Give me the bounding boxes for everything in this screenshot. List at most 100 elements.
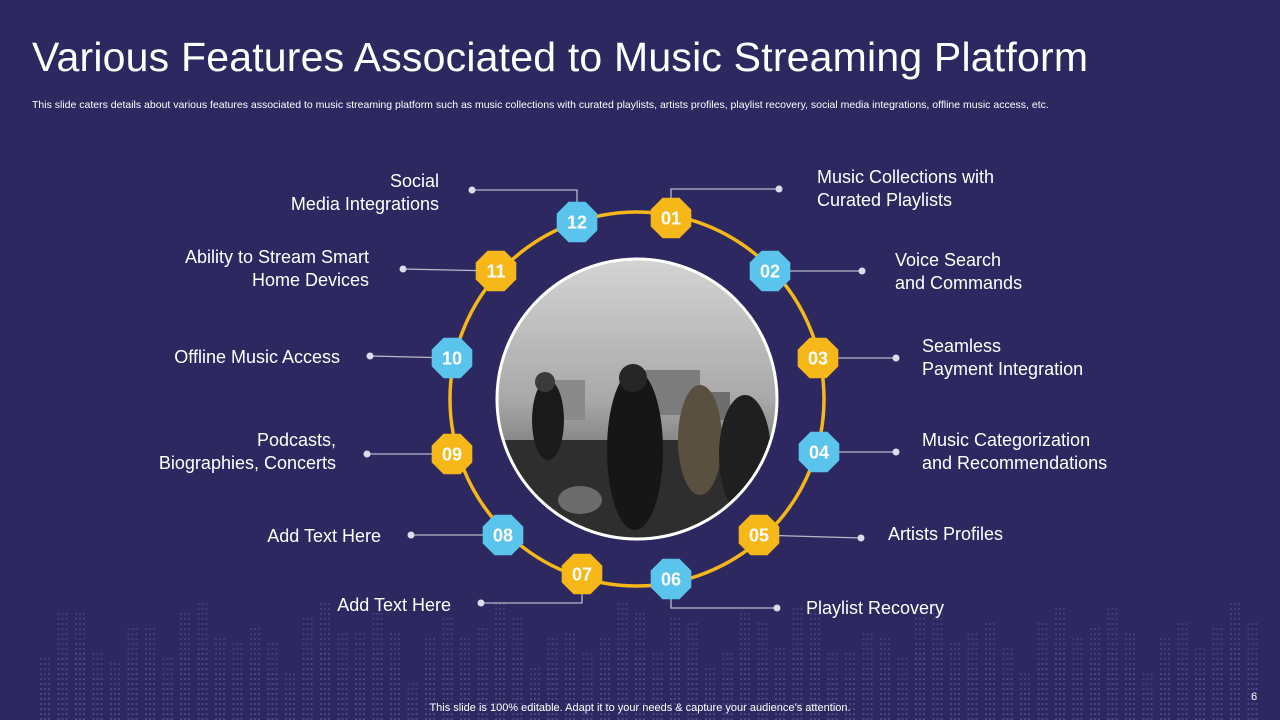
- feature-label-09: Podcasts,Biographies, Concerts: [159, 429, 336, 475]
- feature-label-11-line1: Ability to Stream Smart: [184, 247, 369, 267]
- equalizer-bar: [1037, 623, 1048, 720]
- equalizer-bar: [1195, 648, 1205, 720]
- equalizer-bar: [1020, 673, 1030, 720]
- equalizer-bar: [687, 623, 698, 720]
- badge-number-07: 07: [572, 565, 592, 585]
- equalizer-bar: [652, 653, 663, 720]
- equalizer-bar: [635, 613, 645, 720]
- badge-octagon-08: [482, 514, 524, 556]
- feature-label-01-line1: Music Collections with: [817, 167, 995, 187]
- feature-label-04-line2: and Recommendations: [922, 453, 1108, 473]
- equalizer-bar: [40, 658, 50, 720]
- feature-label-02-line1: Voice Search: [895, 250, 1002, 270]
- feature-badge-03: 03: [797, 337, 839, 379]
- badge-octagon-04: [798, 431, 840, 473]
- badge-octagon-06: [650, 558, 692, 600]
- equalizer-bar: [705, 668, 715, 720]
- equalizer-bar: [582, 653, 593, 720]
- equalizer-bar: [950, 643, 960, 720]
- badge-number-03: 03: [808, 349, 828, 369]
- equalizer-bar: [320, 603, 330, 720]
- feature-badge-05: 05: [738, 514, 780, 556]
- feature-label-06-line1: Playlist Recovery: [806, 598, 945, 618]
- equalizer-bar: [110, 663, 120, 720]
- badge-octagon-10: [431, 337, 473, 379]
- badge-number-04: 04: [809, 443, 829, 463]
- equalizer-bar: [565, 633, 575, 720]
- connector-dot-11: [399, 265, 407, 273]
- equalizer-bar: [390, 633, 400, 720]
- footer-note: This slide is 100% editable. Adapt it to…: [429, 702, 851, 714]
- equalizer-bar: [1055, 608, 1065, 720]
- badge-octagon-09: [431, 433, 473, 475]
- equalizer-bar: [1142, 673, 1153, 720]
- badge-octagon-07: [561, 553, 603, 595]
- equalizer-bar: [267, 643, 278, 720]
- equalizer-bar: [425, 638, 435, 720]
- equalizer-bar: [1072, 638, 1083, 720]
- equalizer-bar: [1177, 623, 1188, 720]
- equalizer-bar: [547, 638, 558, 720]
- feature-label-05-line1: Artists Profiles: [888, 524, 1004, 544]
- feature-label-12-line2: Media Integrations: [290, 194, 439, 214]
- equalizer-bar: [460, 638, 470, 720]
- equalizer-bar: [757, 623, 768, 720]
- feature-badge-01: 01: [650, 197, 692, 239]
- feature-label-08: Add Text Here: [267, 525, 381, 548]
- feature-label-03-line2: Payment Integration: [922, 359, 1084, 379]
- badge-number-06: 06: [661, 570, 681, 590]
- feature-label-03-line1: Seamless: [922, 336, 1002, 356]
- equalizer-bar: [1212, 628, 1223, 720]
- equalizer-bar: [197, 603, 208, 720]
- feature-label-08-line1: Add Text Here: [267, 526, 381, 546]
- equalizer-bar: [477, 628, 488, 720]
- equalizer-bar: [180, 613, 190, 720]
- equalizer-bar: [862, 633, 873, 720]
- equalizer-bar: [792, 608, 803, 720]
- equalizer-bar: [302, 618, 313, 720]
- equalizer-bar: [215, 638, 225, 720]
- feature-label-10-line1: Offline Music Access: [174, 347, 340, 367]
- equalizer-bar: [1247, 623, 1258, 720]
- connector-dot-09: [363, 450, 371, 458]
- badge-octagon-02: [749, 250, 791, 292]
- feature-badge-06: 06: [650, 558, 692, 600]
- equalizer-bar: [57, 613, 68, 720]
- equalizer-bar: [1002, 648, 1013, 720]
- feature-badge-04: 04: [798, 431, 840, 473]
- equalizer-bar: [1160, 638, 1170, 720]
- feature-label-01-line2: Curated Playlists: [817, 190, 953, 210]
- badge-octagon-03: [797, 337, 839, 379]
- feature-badge-11: 11: [475, 250, 517, 292]
- badge-number-05: 05: [749, 526, 769, 546]
- connector-dot-05: [857, 534, 865, 542]
- badge-number-09: 09: [442, 445, 462, 465]
- feature-badge-07: 07: [561, 553, 603, 595]
- equalizer-bar: [670, 618, 680, 720]
- page-number: 6: [1251, 691, 1258, 703]
- equalizer-bar: [600, 638, 610, 720]
- equalizer-bar: [740, 613, 750, 720]
- feature-label-12-line1: Social: [389, 171, 439, 191]
- feature-label-09-line1: Podcasts,: [256, 430, 336, 450]
- equalizer-bar: [512, 618, 523, 720]
- feature-badge-08: 08: [482, 514, 524, 556]
- equalizer-bar: [810, 608, 820, 720]
- feature-label-07: Add Text Here: [337, 594, 451, 617]
- equalizer-bar: [722, 653, 733, 720]
- feature-label-10: Offline Music Access: [174, 346, 340, 369]
- feature-ring: [448, 210, 826, 588]
- badge-number-08: 08: [493, 526, 513, 546]
- feature-label-07-line1: Add Text Here: [337, 595, 451, 615]
- connector-dot-08: [407, 531, 415, 539]
- connector-dot-06: [773, 604, 781, 612]
- equalizer-bar: [145, 628, 155, 720]
- connector-dot-02: [858, 267, 866, 275]
